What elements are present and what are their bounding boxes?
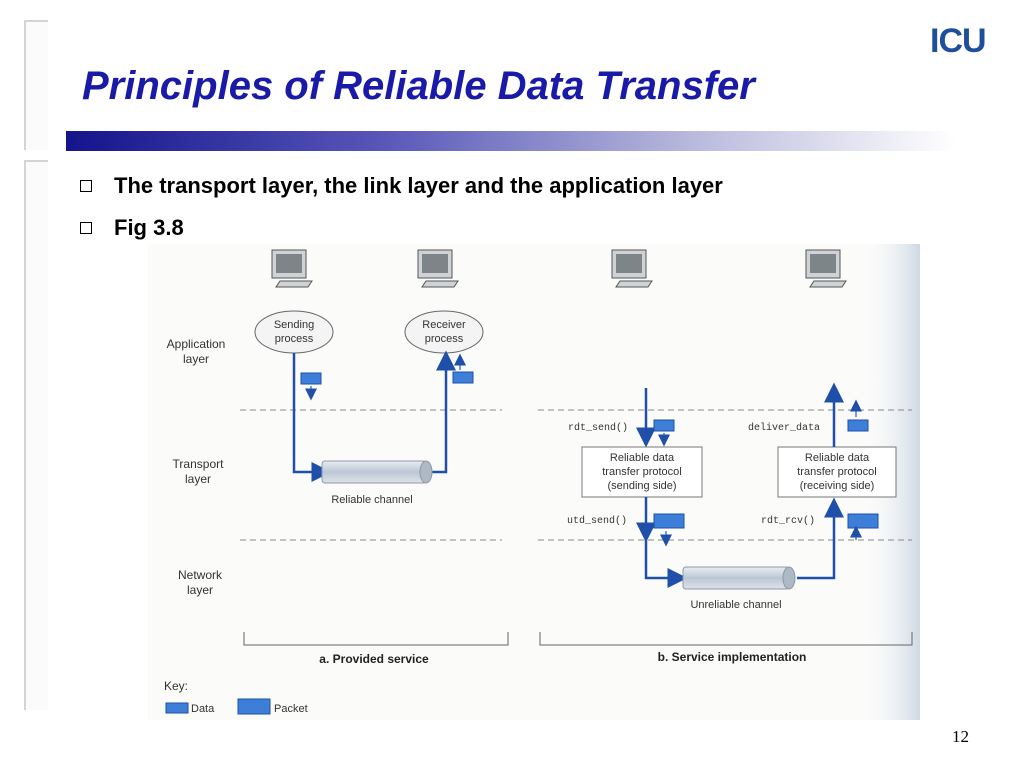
send-side-protocol-box (581, 446, 703, 498)
packet-icon (653, 513, 685, 529)
square-bullet-icon (80, 180, 92, 192)
icu-logo: ICU (930, 22, 987, 60)
recv-protocol-label: (receiving side) (800, 480, 875, 492)
deliver-flow-arrow (426, 350, 456, 474)
reliable-channel-pipe (321, 460, 433, 484)
square-bullet-icon (80, 222, 92, 234)
layer-label-network: layer (187, 583, 213, 597)
bullet-text: The transport layer, the link layer and … (114, 173, 723, 198)
layer-label-network: Network (178, 568, 223, 582)
recv-protocol-label: Reliable data (805, 452, 870, 464)
bullet-item: Fig 3.8 (80, 215, 184, 241)
recv-protocol-label: transfer protocol (797, 466, 876, 478)
key-packet-label: Packet (274, 703, 308, 715)
network-send-arrow (644, 540, 688, 588)
packet-icon (847, 513, 879, 529)
bullet-item: The transport layer, the link layer and … (80, 173, 723, 199)
layer-label-application: Application (167, 337, 226, 351)
key-label: Key: (164, 679, 188, 693)
slide-frame-bottom (24, 160, 48, 710)
receiver-process-ellipse (404, 310, 484, 354)
rdt-rcv-label: rdt_rcv() (761, 515, 815, 527)
layer-label-transport: layer (185, 472, 211, 486)
receiver-process-label: process (425, 333, 464, 345)
udt-send-label: utd_send() (567, 515, 627, 527)
sending-process-label: Sending (274, 319, 314, 331)
key-packet-icon (237, 698, 271, 715)
title-gradient-bar (66, 131, 956, 151)
send-protocol-label: Reliable data (610, 452, 675, 464)
deliver-data-label: deliver_data (748, 422, 820, 434)
slide-frame-top (24, 20, 48, 150)
network-receive-arrow (797, 497, 844, 580)
bullet-text: Fig 3.8 (114, 215, 184, 240)
page-number: 12 (952, 727, 969, 746)
computer-icon (417, 249, 459, 288)
sending-process-label: process (275, 333, 314, 345)
unreliable-channel-pipe (682, 566, 796, 590)
computer-icon (611, 249, 653, 288)
data-unit-icon (653, 419, 675, 432)
reliable-channel-label: Reliable channel (331, 494, 412, 506)
receive-side-protocol-box (777, 446, 897, 498)
layer-label-transport: Transport (173, 457, 225, 471)
data-unit-icon (847, 419, 869, 432)
caption-bracket (243, 632, 509, 646)
rdt-send-label: rdt_send() (568, 422, 628, 434)
sending-process-ellipse (254, 310, 334, 354)
layer-label-application: layer (183, 352, 209, 366)
data-unit-icon (300, 372, 322, 385)
caption-provided-service: a. Provided service (319, 652, 429, 666)
key-data-icon (165, 702, 189, 714)
computer-icon (271, 249, 313, 288)
computer-icon (805, 249, 847, 288)
slide-title: Principles of Reliable Data Transfer (82, 64, 755, 108)
send-protocol-label: transfer protocol (602, 466, 681, 478)
caption-service-implementation: b. Service implementation (658, 650, 807, 664)
key-data-label: Data (191, 703, 215, 715)
send-protocol-label: (sending side) (607, 480, 676, 492)
rdt-figure: Application layer Transport layer Networ… (148, 244, 920, 720)
caption-bracket (539, 632, 913, 646)
send-flow-arrow (292, 353, 332, 482)
receiver-process-label: Receiver (422, 319, 466, 331)
data-unit-icon (452, 371, 474, 384)
unreliable-channel-label: Unreliable channel (690, 599, 781, 611)
